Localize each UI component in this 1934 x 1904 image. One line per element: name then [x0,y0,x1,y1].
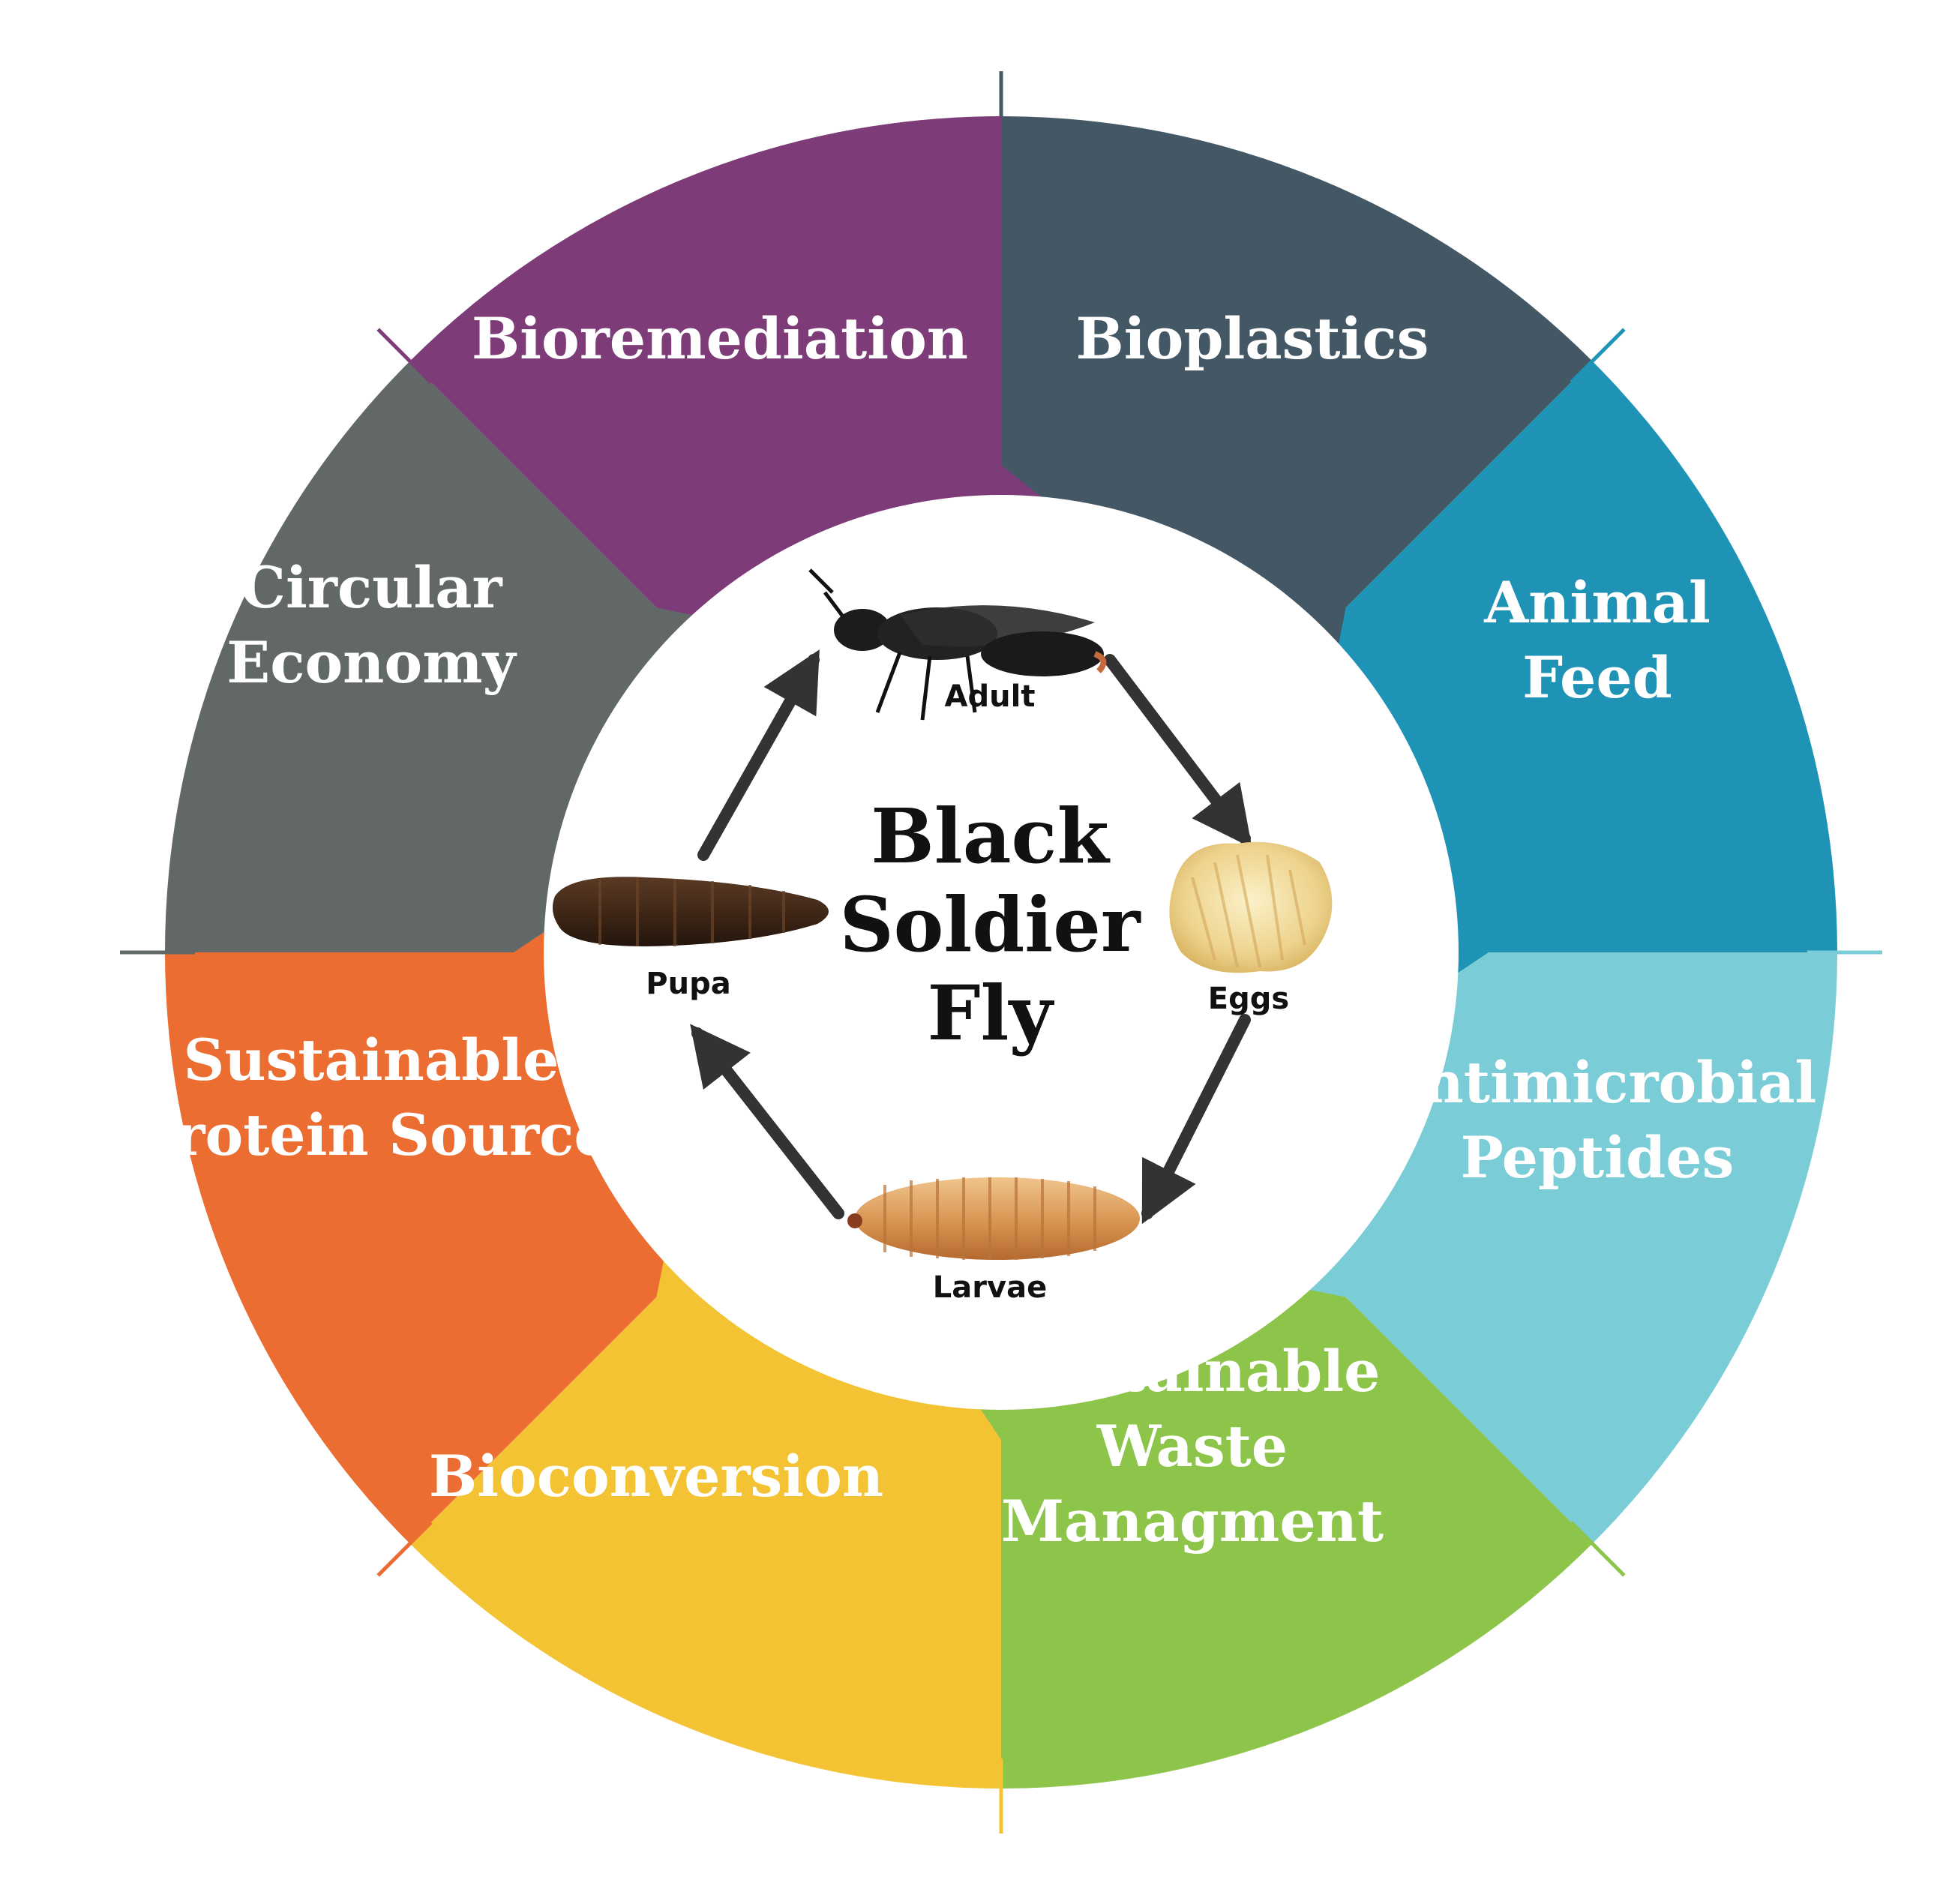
center-title: Black Soldier Fly [839,792,1141,1057]
segment-label-animal-feed-line-2: Feed [1522,644,1672,711]
segment-divider-antimicrobial-peptides [1570,1521,1626,1577]
stage-label-larvae: Larvae [933,1270,1047,1305]
segment-label-sustainable-waste-managment-line-2: Waste [1096,1413,1288,1480]
segment-label-sustainable-protein-source-line-2: Protein Source [132,1102,610,1168]
arrow-adult-to-eggs [1104,654,1252,848]
segment-label-antimicrobial-peptides-line-2: Peptides [1461,1124,1735,1191]
segments-layer [120,71,1882,1834]
stage-label-eggs: Eggs [1208,982,1289,1016]
adult-fly-icon [808,568,1107,721]
center-title-line-3: Fly [927,969,1054,1057]
center-title-line-2: Soldier [839,880,1141,969]
segment-labels-layer: Bioremediation BioplasticsAnimalFeedAntim… [132,305,1816,1555]
segment-sustainable-protein-source [165,361,735,952]
life-cycle-arrows [690,649,1252,1225]
segment-label-sustainable-waste-managment-line-1: Sustainable [1004,1338,1380,1405]
segment-animal-feed [1267,952,1837,1544]
arrow-larvae-to-pupa [690,1024,844,1219]
segment-label-circular-economy-line-1: Circular [240,554,502,621]
segment-sustainable-waste-managment [409,1219,1001,1789]
segment-label-bioremediation-line-1: Bioremediation [472,305,968,372]
arrow-eggs-to-larvae [1141,1014,1251,1225]
segment-divider-bioconversion [376,1521,433,1577]
segment-label-animal-feed-line-1: Animal [1483,569,1711,636]
segment-bioplastics [1335,361,1837,1015]
segment-bioremediation [1001,116,1593,686]
eggs-icon [1169,841,1333,973]
stage-label-adult: Adult [945,679,1036,714]
segment-label-bioplastics-line-1: Bioplastics [1076,305,1429,372]
arrow-pupa-to-adult [697,649,820,861]
segment-divider-bioplastics [1570,328,1626,384]
segment-divider-circular-economy [376,328,433,384]
segment-label-sustainable-protein-source-line-1: Sustainable [183,1027,559,1093]
segment-label-circular-economy-line-2: Economy [226,629,517,696]
larvae-icon [847,1177,1140,1260]
pupa-icon [552,877,829,946]
center-title-line-1: Black [871,792,1110,880]
segment-label-antimicrobial-peptides-line-1: Antimicrobial [1378,1049,1817,1116]
stage-label-pupa: Pupa [646,967,730,1001]
segment-label-bioconversion-line-1: Bioconversion [429,1443,883,1510]
segment-bioconversion [165,890,667,1544]
segment-label-sustainable-waste-managment-line-3: Managment [1001,1488,1384,1555]
segment-circular-economy [409,116,1063,619]
segment-antimicrobial-peptides [939,1286,1593,1789]
